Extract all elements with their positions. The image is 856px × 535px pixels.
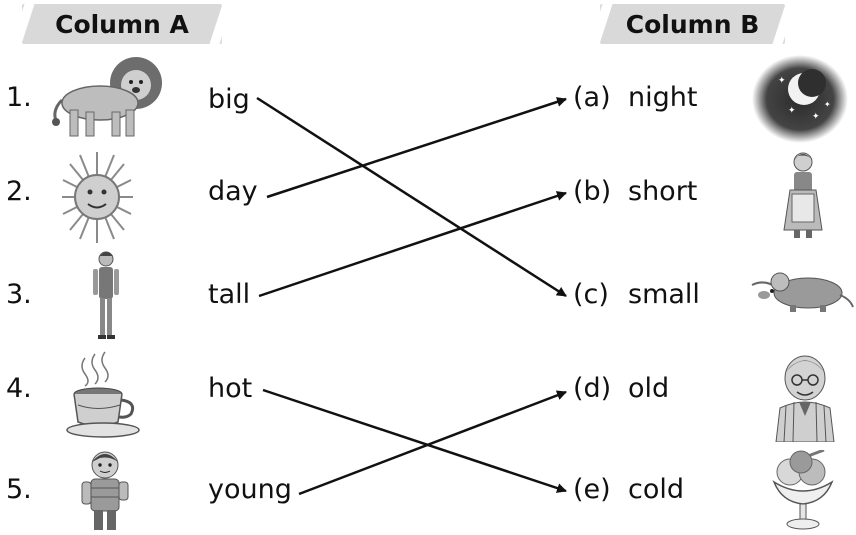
match-line-hot-to-e [262,388,567,493]
svg-text:✦: ✦ [824,100,831,109]
match-line-big-to-c [256,96,567,298]
word-big: big [208,84,250,115]
word-short: short [628,176,698,207]
old-man-icon [772,350,838,446]
word-young: young [208,474,292,505]
column-b-header: Column B [600,4,785,44]
lion-icon [50,55,168,145]
option-letter-b: (b) [573,176,612,207]
short-woman-icon [780,150,826,246]
hot-tea-cup-icon [65,350,145,444]
tall-woman-icon [88,250,124,346]
word-old: old [628,373,670,404]
match-line-young-to-d [298,390,567,496]
option-letter-a: (a) [573,82,611,113]
match-line-tall-to-b [258,191,567,298]
svg-text:✦: ✦ [788,106,796,116]
night-moon-stars-icon: ✦ ✦ ✦ ✦ [752,55,848,147]
option-letter-d: (d) [573,373,612,404]
column-b-title: Column B [625,9,760,39]
row-number-1: 1. [6,82,32,113]
word-hot: hot [208,373,253,404]
column-a-header: Column A [22,4,222,44]
word-small: small [628,279,700,310]
option-letter-e: (e) [573,474,611,505]
word-cold: cold [628,474,685,505]
word-day: day [208,176,258,207]
svg-text:✦: ✦ [812,112,820,122]
mouse-icon [750,265,854,321]
boy-icon [80,450,130,535]
row-number-5: 5. [6,474,32,505]
row-number-3: 3. [6,279,32,310]
option-letter-c: (c) [573,279,609,310]
column-a-title: Column A [55,9,189,39]
ice-cream-icon [770,448,836,535]
word-night: night [628,82,698,113]
match-line-day-to-a [266,97,567,199]
row-number-4: 4. [6,373,32,404]
word-tall: tall [208,279,251,310]
sun-icon [60,150,135,249]
row-number-2: 2. [6,176,32,207]
svg-text:✦: ✦ [778,76,786,86]
